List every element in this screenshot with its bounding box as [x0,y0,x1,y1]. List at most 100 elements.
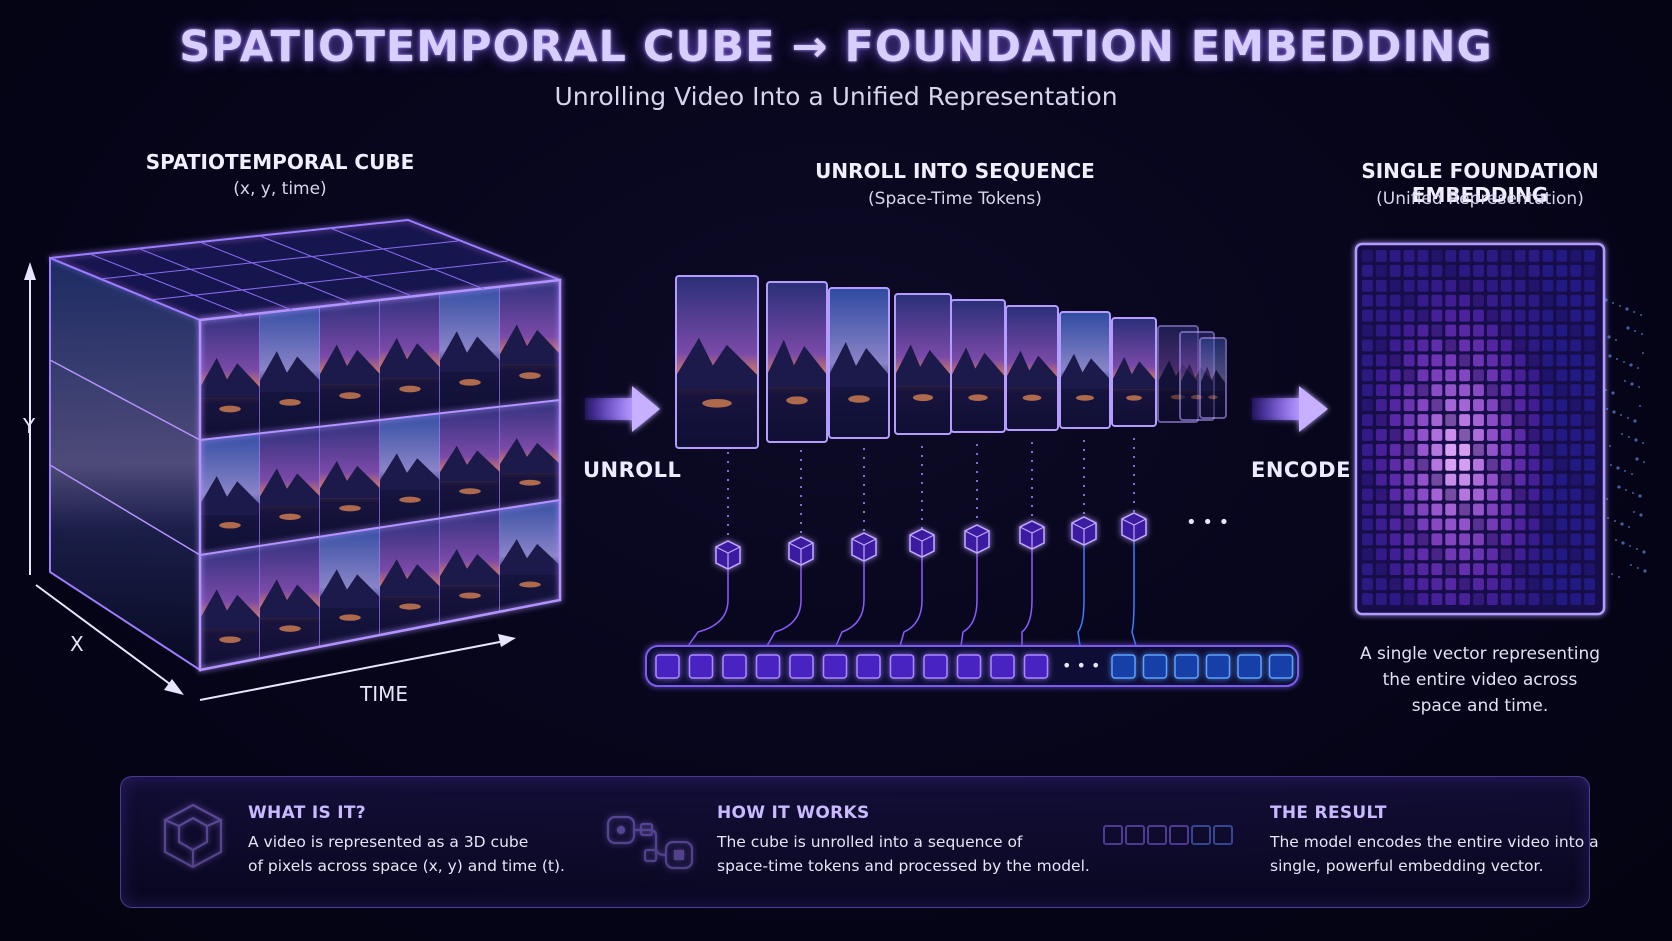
embedding-cell [1528,279,1540,292]
info-text-line: single, powerful embedding vector. [1270,857,1544,875]
embedding-cell [1486,369,1498,382]
embedding-cell [1417,294,1429,307]
embedding-cell [1362,264,1373,277]
embedding-cell [1500,429,1512,441]
embedding-cell [1500,473,1512,486]
cube-front-face [200,280,561,670]
embedding-cell [1431,384,1443,397]
embedding-cell [1556,369,1568,382]
embedding-cell [1570,429,1582,441]
cube-frame-cell [500,280,560,407]
embedding-cell [1389,518,1401,531]
embedding-cell [1528,593,1540,605]
x-axis-label: X [70,632,84,656]
embedding-cell [1542,339,1554,352]
embedding-cell [1431,414,1443,426]
embedding-cell [1514,324,1526,337]
embedding-cell [1584,593,1595,605]
token-cell [688,654,714,679]
embedding-cell [1486,593,1498,605]
embedding-cell [1514,578,1526,591]
embedding-cell [1514,399,1526,412]
token-cube [909,528,935,558]
video-frame [1199,337,1227,419]
embedding-cell [1528,354,1540,367]
embedding-cell [1375,339,1387,352]
spark [1611,573,1613,575]
embedding-cell [1389,309,1401,322]
embedding-cell [1528,578,1540,591]
embedding-cell [1362,443,1373,456]
embedding-cell [1362,473,1373,486]
embedding-cell [1375,563,1387,576]
embedding-cell [1431,399,1443,412]
token-cell [923,654,948,679]
embedding-cell [1584,414,1595,426]
spark [1606,408,1608,410]
info-how-it-works: HOW IT WORKS The cube is unrolled into a… [717,803,1090,878]
embedding-cell [1500,309,1512,322]
embedding-cell [1500,414,1512,426]
spark [1612,302,1614,304]
embedding-cell [1431,578,1443,591]
embedding-cell [1584,548,1595,561]
embedding-cell [1570,354,1582,367]
embedding-cell [1403,548,1415,561]
embedding-cell [1459,563,1471,576]
spark [1612,410,1616,414]
embedding-cell [1445,339,1457,352]
spark [1643,569,1647,573]
embedding-cell [1514,429,1526,441]
embedding-cell [1584,443,1595,456]
embedding-cell [1445,294,1457,307]
embedding-cell [1528,309,1540,322]
embedding-cell [1389,294,1401,307]
spark [1642,550,1646,554]
embedding-cell [1486,250,1498,262]
spark [1638,494,1642,498]
spark [1633,419,1637,423]
embedding-cell [1556,473,1568,486]
spark [1625,489,1627,491]
embedding-cell [1459,414,1471,426]
embedding-cell [1403,518,1415,531]
cube-frame-cell [320,420,380,537]
spark [1616,466,1620,470]
embedding-cell [1431,264,1443,277]
frame-sequence [675,275,1227,449]
embedding-cell [1389,533,1401,546]
embedding-cell [1403,250,1415,262]
embedding-cell [1445,533,1457,546]
embedding-cell [1486,473,1498,486]
cube-frame-cell [500,500,560,612]
spark [1628,526,1630,528]
token-connector [899,557,923,647]
encode-arrow [1252,386,1328,432]
embedding-cell [1473,593,1484,605]
spark [1621,433,1623,435]
spark [1604,298,1608,302]
embedding-cell [1542,563,1554,576]
embedding-cell [1389,339,1401,352]
embedding-cell [1556,533,1568,546]
embedding-cell [1473,324,1484,337]
token-cell [990,654,1015,679]
embedding-cell [1362,533,1373,546]
embedding-cell [1445,399,1457,412]
embedding-cell [1389,443,1401,456]
embedding-cell [1570,473,1582,486]
embedding-cell [1375,324,1387,337]
embedding-cell [1389,458,1401,471]
cube-frame-cell [200,545,260,670]
info-text-line: space-time tokens and processed by the m… [717,857,1090,875]
cube-frame-cell [320,527,380,647]
embedding-cell [1584,473,1595,486]
spark [1610,464,1612,466]
embedding-cell [1486,563,1498,576]
embedding-cell [1362,563,1373,576]
embedding-cell [1375,264,1387,277]
spark [1624,470,1626,472]
embedding-cell [1570,548,1582,561]
embedding-cell [1375,414,1387,426]
token-cube [715,540,741,570]
